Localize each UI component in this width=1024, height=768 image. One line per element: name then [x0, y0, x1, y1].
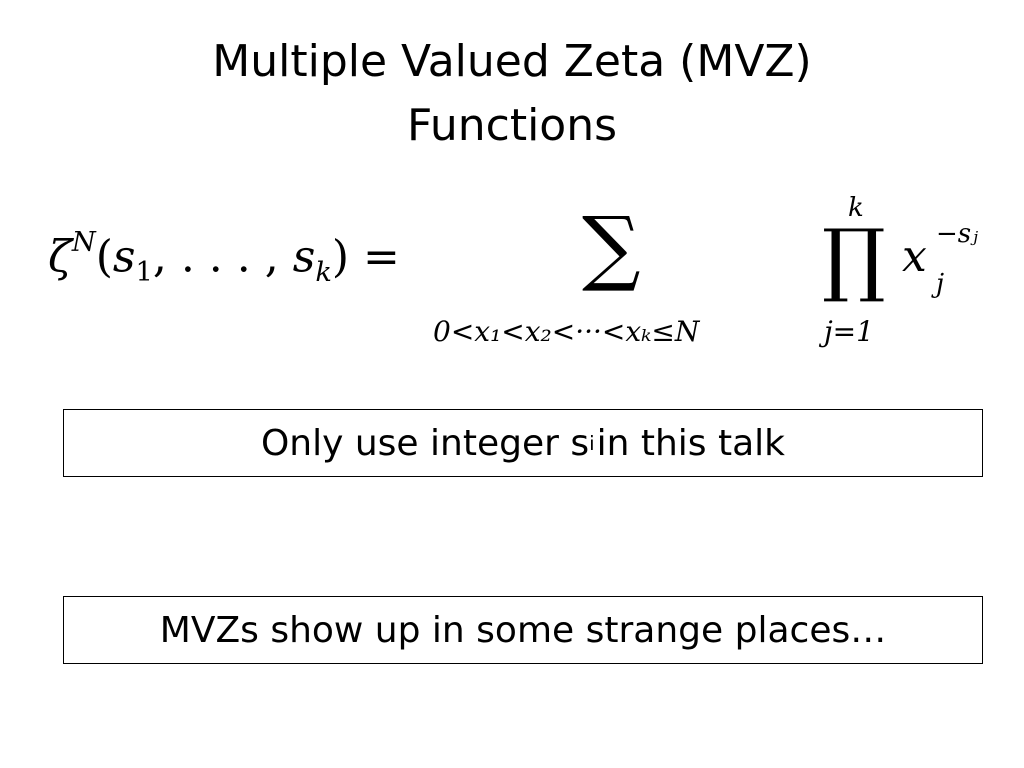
- sum-range: 0<x₁<x₂<···<xₖ≤N: [433, 315, 700, 348]
- equals-sign: =: [363, 231, 400, 283]
- prod-lower-limit: j=1: [824, 315, 874, 348]
- zeta-formula: ζN(s1, . . . , sk) = ∑ 0<x₁<x₂<···<xₖ≤N …: [30, 185, 1010, 365]
- note-1-subscript: i: [589, 431, 595, 455]
- open-paren: (: [95, 231, 113, 283]
- formula-lhs: ζN(s1, . . . , sk) =: [48, 227, 400, 288]
- product-term: x: [902, 231, 927, 282]
- slide-title: Multiple Valued Zeta (MVZ) Functions: [0, 30, 1024, 158]
- arg-s-first: s: [112, 231, 136, 283]
- arg-separator: , . . . ,: [152, 231, 293, 283]
- term-subscript: j: [936, 269, 945, 299]
- prod-symbol: ∏: [822, 212, 886, 305]
- note-1-text-after: in this talk: [596, 422, 786, 464]
- arg-s-last: s: [292, 231, 316, 283]
- zeta-symbol: ζ: [48, 231, 72, 283]
- arg-subscript-k: k: [315, 257, 332, 288]
- zeta-superscript: N: [71, 227, 96, 258]
- note-1-text-before: Only use integer s: [260, 422, 590, 464]
- title-line-1: Multiple Valued Zeta (MVZ): [212, 36, 812, 87]
- title-line-2: Functions: [406, 100, 618, 151]
- arg-subscript-1: 1: [135, 257, 153, 288]
- sum-symbol: ∑: [582, 200, 641, 295]
- prod-upper-limit: k: [848, 193, 864, 223]
- close-paren: ): [331, 231, 350, 283]
- note-2-text: MVZs show up in some strange places…: [159, 609, 887, 651]
- term-x: x: [902, 231, 927, 282]
- note-box-mvz-places: MVZs show up in some strange places…: [63, 596, 983, 664]
- term-superscript: −sⱼ: [936, 219, 978, 249]
